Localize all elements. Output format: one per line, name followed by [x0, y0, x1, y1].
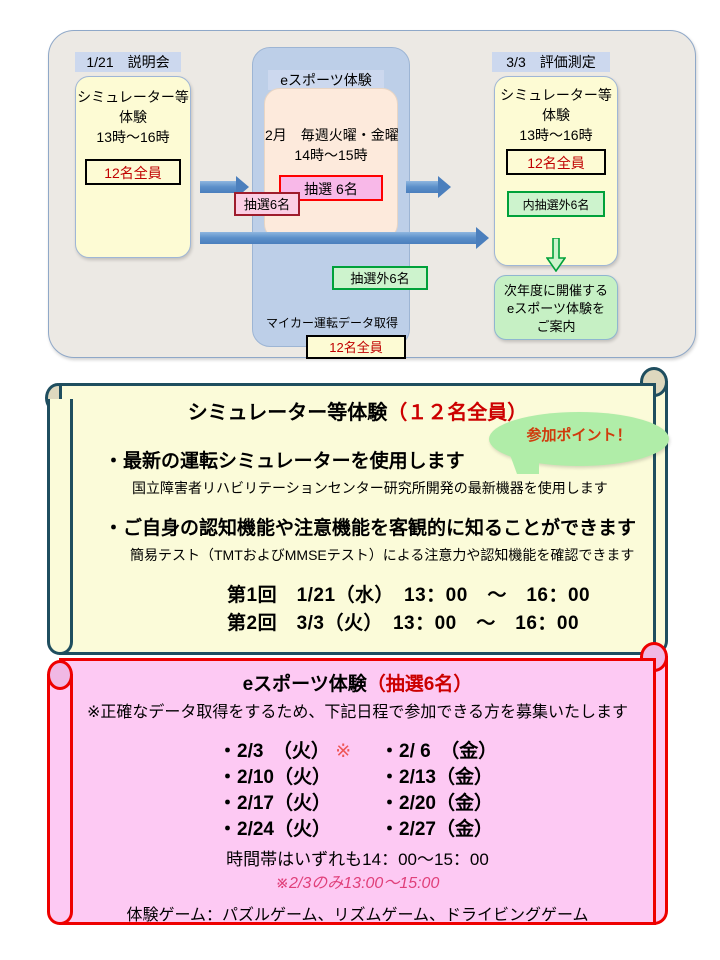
- esports-panel-title: eスポーツ体験（抽選6名）: [62, 669, 653, 696]
- esports-experience-panel: eスポーツ体験（抽選6名） ※正確なデータ取得をするため、下記日程で参加できる方…: [45, 642, 670, 928]
- flow-tag-lottery-selected: 抽選6名: [234, 192, 300, 216]
- simulator-title-main: シミュレーター等体験: [187, 402, 388, 424]
- flow-node-next-year-line2: eスポーツ体験を: [507, 301, 605, 316]
- flow-node-next-year-line1: 次年度に開催する: [503, 283, 608, 298]
- simulator-title-capacity: （１２名全員）: [387, 402, 528, 424]
- flow-arrow-3-head-icon: [476, 227, 489, 249]
- date-row: ・2/17（火） ・2/20（金）: [218, 791, 548, 817]
- program-flow-diagram: 1/21 説明会 eスポーツ体験 3/3 評価測定 シミュレーター等 体験 13…: [48, 30, 696, 359]
- flow-arrow-2-body: [406, 181, 440, 193]
- flow-node-session2-line1: シミュレーター等: [500, 87, 612, 103]
- callout-tail-icon: [509, 452, 539, 474]
- flow-node-session2-nonselected-tag: 内抽選外6名: [507, 191, 605, 217]
- flow-node-session1-line3: 13時〜16時: [96, 129, 170, 145]
- esports-recruitment-note: ※正確なデータ取得をするため、下記日程で参加できる方を募集いたします: [86, 704, 629, 721]
- arrow-down-green-icon: [546, 238, 566, 272]
- esports-panel-body: eスポーツ体験（抽選6名） ※正確なデータ取得をするため、下記日程で参加できる方…: [59, 658, 656, 925]
- flow-node-session1-capacity-tag: 12名全員: [85, 159, 181, 185]
- stage-header-esports: eスポーツ体験: [268, 70, 384, 90]
- date-cell-right: ・2/ 6 （金）: [380, 741, 498, 762]
- date-cell-right: ・2/20（金）: [380, 793, 493, 814]
- simulator-bullet-1: ・最新の運転シミュレーターを使用します: [104, 451, 465, 472]
- stage-header-briefing: 1/21 説明会: [75, 52, 181, 72]
- date-cell-left: ・2/10（火）: [218, 767, 331, 788]
- flow-node-session1-line1: シミュレーター等: [77, 89, 189, 105]
- date-cell-right: ・2/27（金）: [380, 819, 493, 840]
- date-cell-right: ・2/13（金）: [380, 767, 493, 788]
- flow-tag-car-data-capacity: 12名全員: [306, 335, 406, 359]
- stage-header-evaluation: 3/3 評価測定: [492, 52, 610, 72]
- simulator-session-2: 第2回 3/3（火） 13：00 〜 16：00: [227, 613, 580, 634]
- flow-node-esports-line1: 2月 毎週火曜・金曜: [265, 127, 399, 143]
- flow-node-session1: シミュレーター等 体験 13時〜16時 12名全員: [75, 76, 191, 258]
- participation-point-callout-text: 参加ポイント！: [526, 427, 632, 444]
- simulator-bullet-2-sub: 簡易テスト（TMTおよびMMSEテスト）による注意力や認知機能を確認できます: [130, 547, 635, 563]
- date-cell-left: ・2/24（火）: [218, 819, 331, 840]
- flow-tag-lottery-nonselected: 抽選外6名: [332, 266, 428, 290]
- flow-node-next-year: 次年度に開催する eスポーツ体験を ご案内: [494, 275, 618, 340]
- simulator-bullet-1-sub: 国立障害者リハビリテーションセンター研究所開発の最新機器を使用します: [132, 480, 608, 496]
- flow-node-esports: 2月 毎週火曜・金曜 14時〜15時 抽選 6名: [264, 88, 399, 240]
- date-asterisk-mark: ※: [335, 741, 352, 762]
- esports-title-main: eスポーツ体験: [242, 674, 367, 695]
- date-row: ・2/10（火） ・2/13（金）: [218, 765, 548, 791]
- date-row: ・2/3 （火） ※ ・2/ 6 （金）: [218, 739, 548, 765]
- flow-arrow-1-body: [200, 181, 238, 193]
- flow-node-session2: シミュレーター等 体験 13時〜16時 12名全員 内抽選外6名: [494, 76, 618, 266]
- scroll-curl-left-tail-pink: [47, 674, 73, 925]
- flow-node-session2-capacity-tag: 12名全員: [506, 149, 606, 175]
- esports-time-all: 時間帯はいずれも14：00〜15：00: [226, 850, 489, 869]
- flow-node-esports-line2: 14時〜15時: [294, 147, 368, 163]
- flow-node-esports-capacity-tag: 抽選 6名: [279, 175, 383, 201]
- flow-node-next-year-line3: ご案内: [536, 319, 576, 334]
- simulator-bullet-2: ・ご自身の認知機能や注意機能を客観的に知ることができます: [104, 518, 637, 539]
- simulator-session-1: 第1回 1/21（水） 13：00 〜 16：00: [227, 585, 591, 606]
- scroll-curl-left-pink-icon: [47, 660, 73, 690]
- flow-node-session1-line2: 体験: [119, 109, 147, 125]
- scroll-curl-left-tail: [47, 399, 73, 655]
- flow-node-session2-line2: 体験: [542, 107, 570, 123]
- flow-arrow-3-body: [200, 232, 480, 244]
- esports-games-list: 体験ゲーム：パズルゲーム、リズムゲーム、ドライビングゲーム: [126, 907, 589, 924]
- date-text: ・2/3 （火）: [218, 741, 330, 762]
- date-cell-left: ・2/3 （火） ※: [218, 739, 380, 765]
- flow-node-session2-line3: 13時〜16時: [519, 127, 593, 143]
- esports-date-list: ・2/3 （火） ※ ・2/ 6 （金） ・2/10（火） ・2/13（金） ・…: [218, 739, 548, 843]
- esports-title-capacity: （抽選6名）: [366, 674, 473, 695]
- flow-label-car-driving-data: マイカー運転データ取得: [265, 316, 398, 330]
- flow-arrow-2-head-icon: [438, 176, 451, 198]
- esports-time-exception-note: ※2/3のみ13:00〜15:00: [275, 875, 440, 892]
- date-row: ・2/24（火） ・2/27（金）: [218, 817, 548, 843]
- simulator-panel-title: シミュレーター等体験（１２名全員）: [62, 396, 653, 425]
- date-cell-left: ・2/17（火）: [218, 793, 331, 814]
